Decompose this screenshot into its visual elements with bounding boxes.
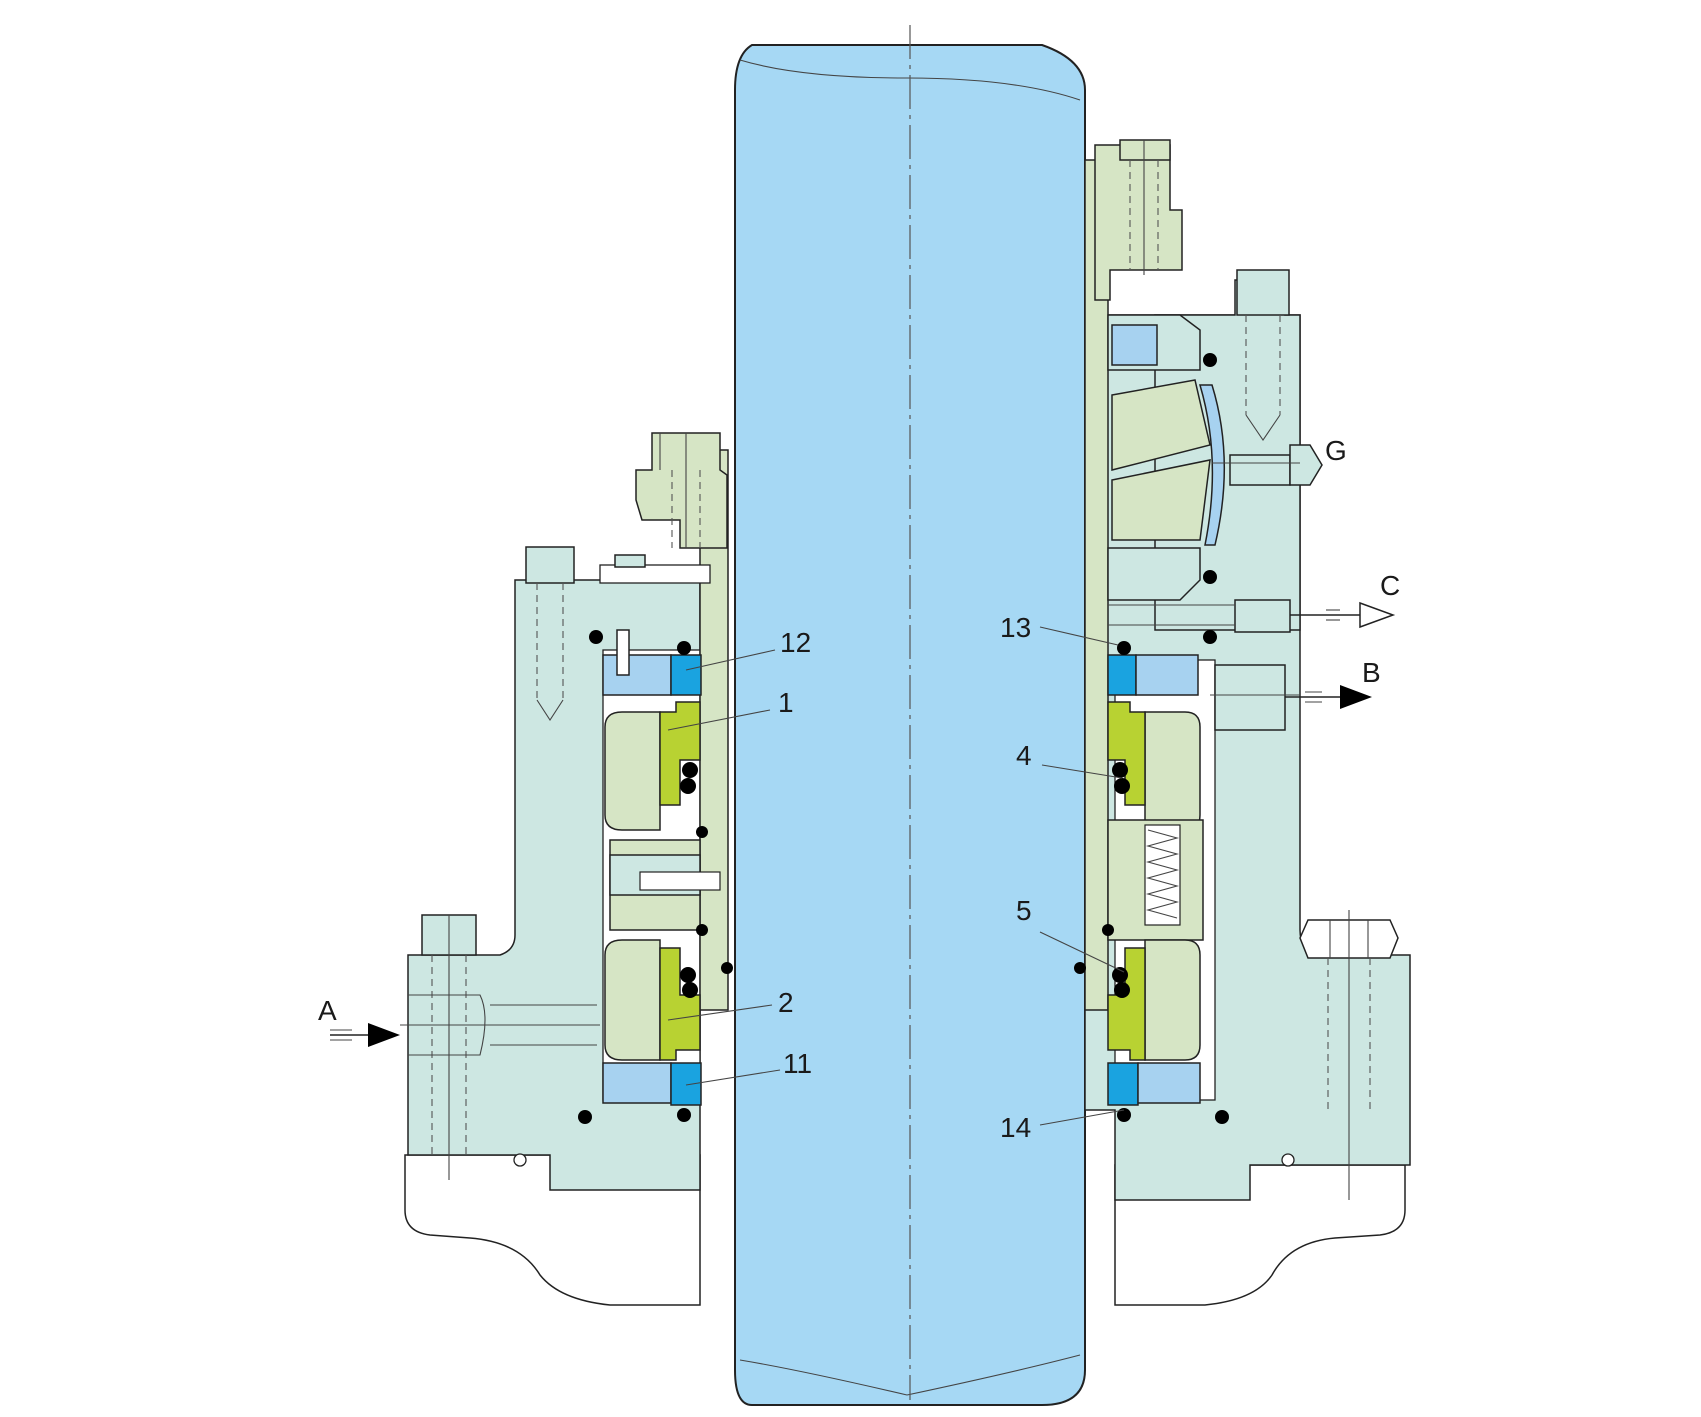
right-bearing-seat-upper [1111,324,1158,366]
left-bottom-flange [404,1154,701,1306]
left-upper-carrier [604,711,661,831]
label-5: 5 [1016,895,1032,926]
label-b: B [1362,657,1381,688]
right-spring [1145,829,1180,919]
label-g: G [1325,435,1347,466]
labels: 12 1 2 11 13 4 5 14 A B C G [318,435,1400,1143]
left-lower-seat-ring [670,1062,702,1106]
inlet-port-a [408,994,486,1056]
left-upper-seat [602,654,672,696]
left-lower-carrier [604,939,661,1061]
seal-ring-1 [659,701,701,806]
port-b-fitting [1214,664,1286,731]
port-c-fitting [1234,599,1291,633]
outlet-arrow-c [1290,601,1396,629]
label-a: A [318,995,337,1026]
label-13: 13 [1000,612,1031,643]
left-retaining-plate [599,564,711,584]
right-lower-carrier [1144,939,1201,1061]
label-14: 14 [1000,1112,1031,1143]
shaft [734,25,1086,1406]
right-gland-nut [1094,144,1183,301]
leader-lines [667,626,1125,1126]
label-1: 1 [778,687,794,718]
right-bearing-outer-lower [1107,547,1201,601]
outlet-arrow-b [1285,685,1372,709]
right-lower-seat-ring [1107,1062,1139,1106]
seal-ring-2 [659,947,701,1061]
right-upper-carrier [1144,711,1201,831]
right-lower-seat [1137,1062,1201,1104]
label-11: 11 [783,1048,812,1079]
inlet-arrow-a [330,1023,400,1047]
right-spring-pocket [1144,824,1181,926]
right-upper-seat [1135,654,1199,696]
left-gland-nut [635,432,728,549]
left-housing-stud [525,546,575,584]
left-upper-seat-ring [670,654,702,696]
left-seal-assembly [330,432,733,1306]
right-seal-assembly [1074,139,1411,1306]
seal-ring-4 [1107,701,1146,806]
label-4: 4 [1016,740,1032,771]
right-upper-seat-ring [1107,654,1137,696]
left-lower-seat [602,1062,672,1104]
port-g-fitting [1229,454,1291,486]
label-2: 2 [778,987,794,1018]
label-c: C [1380,570,1400,601]
right-taper-roller-lower [1111,459,1211,541]
right-taper-roller-upper [1111,379,1211,471]
label-12: 12 [780,627,811,658]
